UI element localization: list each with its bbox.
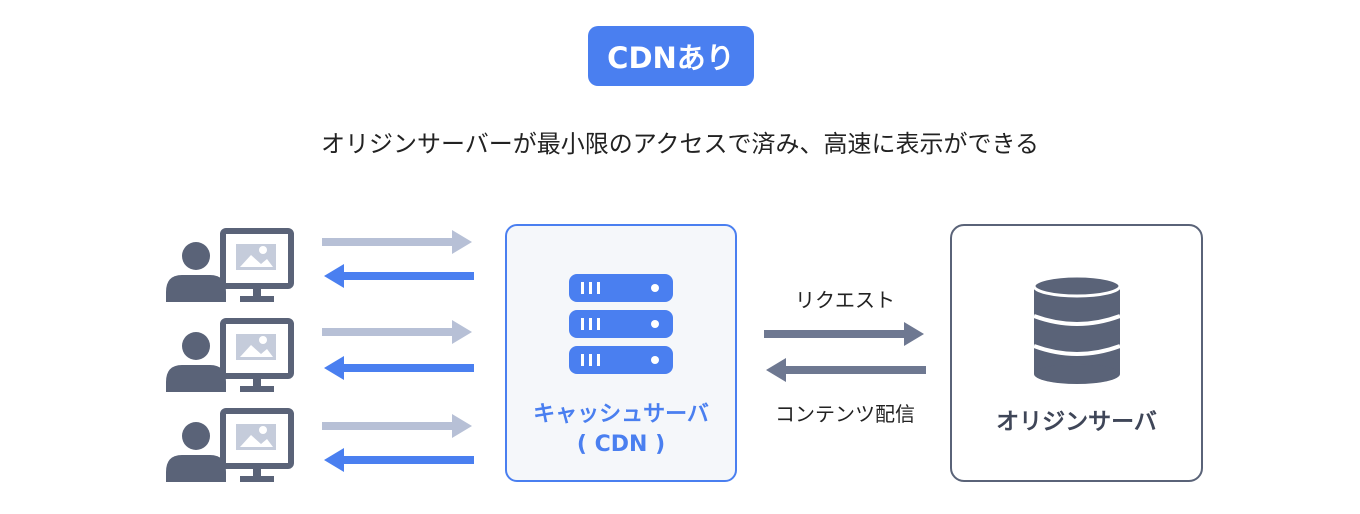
user-computer-icon xyxy=(166,228,294,302)
cdn-sublabel: ( CDN ) xyxy=(576,432,666,457)
server-rack-icon xyxy=(569,274,673,374)
delivery-arrow-left xyxy=(766,358,926,382)
database-icon xyxy=(1032,276,1122,384)
request-arrow-right xyxy=(764,322,924,346)
request-arrow-right xyxy=(322,414,472,438)
request-label: リクエスト xyxy=(795,288,895,312)
request-arrow-right xyxy=(322,320,472,344)
subtitle: オリジンサーバーが最小限のアクセスで済み、高速に表示ができる xyxy=(320,130,1040,158)
response-arrow-left xyxy=(324,356,474,380)
request-arrow-right xyxy=(322,230,472,254)
cache-server-label: キャッシュサーバ xyxy=(533,402,709,427)
cdn-badge: CDNあり xyxy=(588,26,754,86)
origin-server-label: オリジンサーバ xyxy=(996,409,1157,435)
user-computer-icon xyxy=(166,318,294,392)
origin-server-node: オリジンサーバ xyxy=(950,224,1203,482)
response-arrow-left xyxy=(324,264,474,288)
cache-server-node: キャッシュサーバ ( CDN ) xyxy=(505,224,737,482)
response-arrow-left xyxy=(324,448,474,472)
delivery-label: コンテンツ配信 xyxy=(775,402,915,426)
user-computer-icon xyxy=(166,408,294,482)
